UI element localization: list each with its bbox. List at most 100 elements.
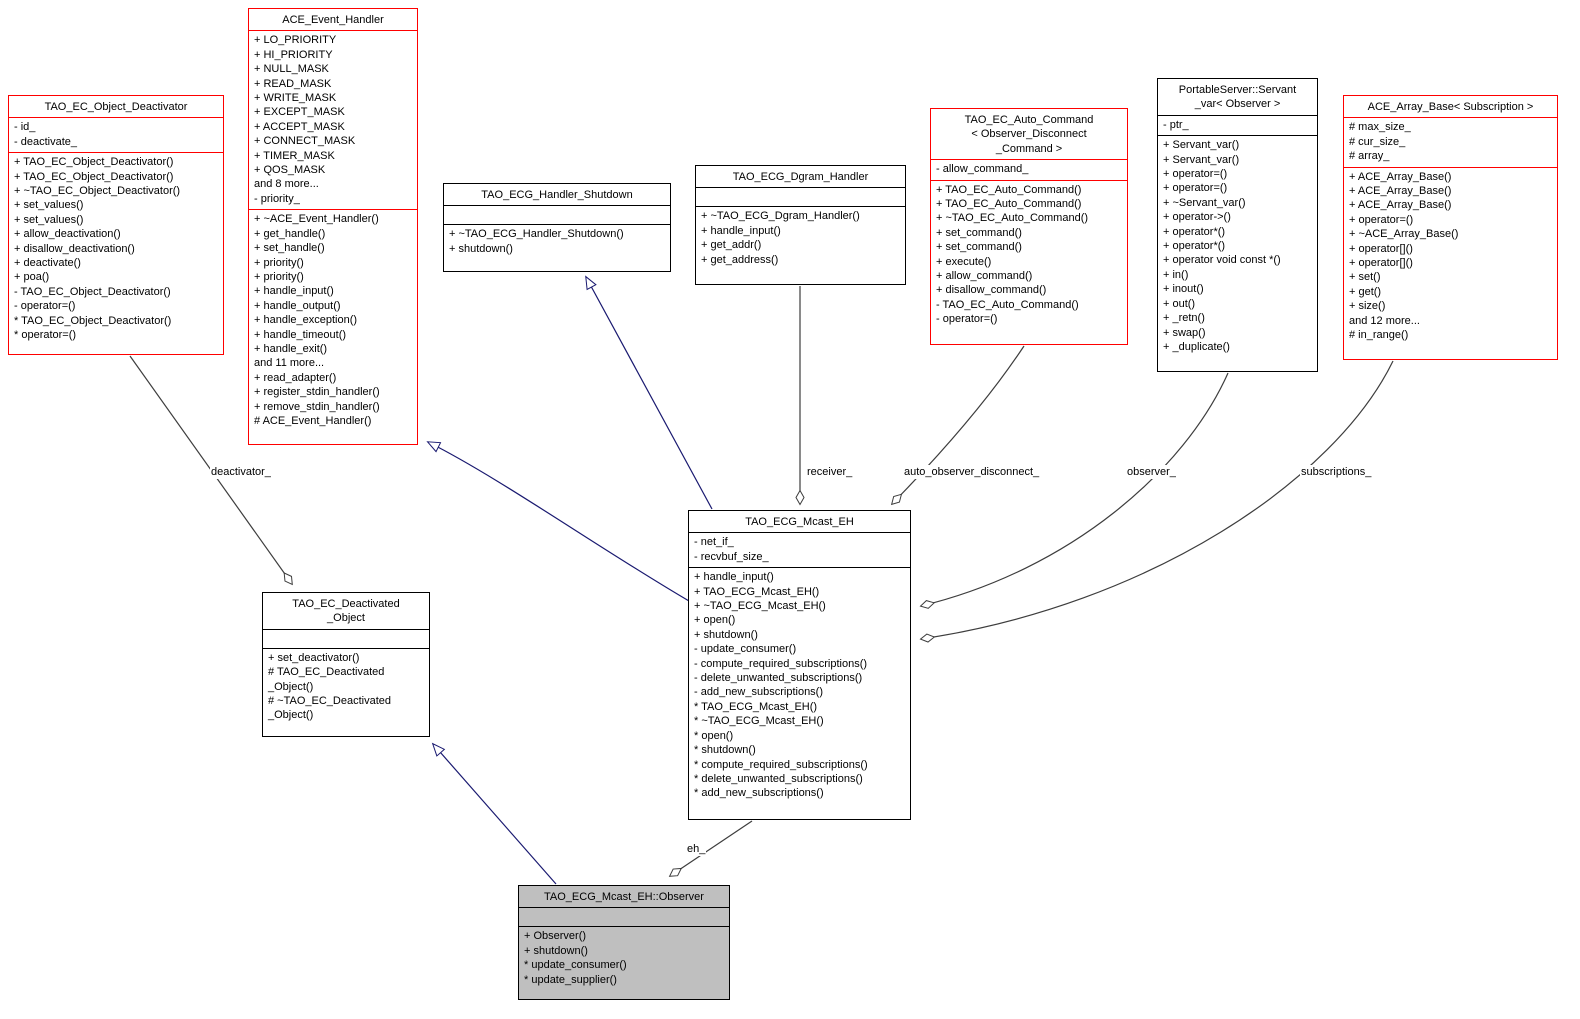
class-box-tao-ecg-mcast-eh-observer: TAO_ECG_Mcast_EH::Observer + Observer()+…: [518, 885, 730, 1000]
class-title-line: TAO_EC_Auto_Command: [964, 114, 1094, 126]
method-line: - compute_required_subscriptions(): [694, 657, 868, 670]
method-line: _Object(): [268, 709, 314, 722]
class-title-line: TAO_ECG_Dgram_Handler: [732, 171, 869, 183]
method-line: # ~TAO_EC_Deactivated: [268, 695, 391, 708]
attribute-line: + NULL_MASK: [254, 63, 329, 76]
method-line: # ACE_Event_Handler(): [254, 414, 372, 427]
class-title: PortableServer::Servant_var< Observer >: [1158, 79, 1317, 116]
method-line: # TAO_EC_Deactivated: [268, 666, 385, 679]
method-line: * TAO_ECG_Mcast_EH(): [694, 700, 818, 713]
class-methods: + ~TAO_ECG_Dgram_Handler()+ handle_input…: [696, 207, 905, 270]
class-title: TAO_EC_Object_Deactivator: [9, 96, 223, 119]
attribute-line: - id_: [14, 121, 36, 134]
attribute-line: - net_if_: [694, 536, 734, 549]
method-line: + out(): [1163, 297, 1196, 310]
class-box-tao-ec-object-deactivator[interactable]: TAO_EC_Object_Deactivator - id_- deactiv…: [8, 95, 224, 355]
edge-label-eh: eh_: [686, 842, 707, 856]
class-box-portableserver-servant-var[interactable]: PortableServer::Servant_var< Observer > …: [1157, 78, 1318, 372]
method-line: + operator=(): [1349, 213, 1414, 226]
class-title-line: _Object: [327, 612, 365, 625]
method-line: + set_command(): [936, 226, 1022, 239]
method-line: + set_command(): [936, 241, 1022, 254]
attribute-line: # array_: [1349, 150, 1390, 163]
edge-auto-observer-disconnect: [890, 345, 1025, 506]
method-line: - operator=(): [936, 313, 998, 326]
method-line: + set_deactivator(): [268, 651, 360, 664]
class-attributes: - ptr_: [1158, 116, 1317, 137]
method-line: + priority(): [254, 270, 304, 283]
class-title-line: < Observer_Disconnect: [971, 128, 1087, 141]
method-line: + operator[](): [1349, 257, 1413, 270]
class-box-tao-ecg-handler-shutdown[interactable]: TAO_ECG_Handler_Shutdown + ~TAO_ECG_Hand…: [443, 183, 671, 272]
class-title-line: _Command >: [995, 142, 1063, 155]
class-attributes: [696, 188, 905, 208]
edge-label-deactivator: deactivator_: [210, 465, 272, 479]
attribute-line: + QOS_MASK: [254, 164, 326, 177]
method-line: + ~ACE_Event_Handler(): [254, 213, 379, 226]
class-title: TAO_ECG_Handler_Shutdown: [444, 184, 670, 207]
edge-label-subscriptions: subscriptions_: [1300, 465, 1373, 479]
attribute-line: + EXCEPT_MASK: [254, 106, 345, 119]
edge-observer: [919, 372, 1229, 609]
method-line: * add_new_subscriptions(): [694, 787, 824, 800]
method-line: + disallow_command(): [936, 284, 1047, 297]
class-methods: + Servant_var()+ Servant_var()+ operator…: [1158, 136, 1317, 357]
method-line: + TAO_ECG_Mcast_EH(): [694, 585, 820, 598]
class-title-line: ACE_Event_Handler: [282, 14, 384, 26]
class-methods: + ~ACE_Event_Handler()+ get_handle()+ se…: [249, 210, 417, 431]
method-line: + _retn(): [1163, 312, 1205, 325]
class-box-tao-ec-auto-command[interactable]: TAO_EC_Auto_Command < Observer_Disconnect…: [930, 108, 1128, 345]
class-title: TAO_ECG_Mcast_EH::Observer: [519, 886, 729, 909]
method-line: + ACE_Array_Base(): [1349, 170, 1452, 183]
attribute-line: - priority_: [254, 192, 300, 205]
class-box-tao-ecg-mcast-eh[interactable]: TAO_ECG_Mcast_EH - net_if_- recvbuf_size…: [688, 510, 911, 820]
method-line: + register_stdin_handler(): [254, 386, 380, 399]
class-title-line: PortableServer::Servant: [1178, 84, 1297, 96]
method-line: + ~TAO_EC_Auto_Command(): [936, 212, 1089, 225]
class-box-ace-event-handler[interactable]: ACE_Event_Handler + LO_PRIORITY+ HI_PRIO…: [248, 8, 418, 445]
class-title: TAO_EC_Auto_Command < Observer_Disconnect…: [931, 109, 1127, 161]
class-box-tao-ec-deactivated-object[interactable]: TAO_EC_Deactivated_Object + set_deactiva…: [262, 592, 430, 737]
edge-label-auto-observer-disconnect: auto_observer_disconnect_: [903, 465, 1041, 479]
method-line: - delete_unwanted_subscriptions(): [694, 672, 863, 685]
attribute-line: + WRITE_MASK: [254, 92, 337, 105]
attribute-line: + LO_PRIORITY: [254, 34, 337, 47]
method-line: + shutdown(): [449, 242, 513, 255]
method-line: * ~TAO_ECG_Mcast_EH(): [694, 715, 824, 728]
method-line: + _duplicate(): [1163, 340, 1230, 353]
method-line: + poa(): [14, 271, 50, 284]
method-line: * delete_unwanted_subscriptions(): [694, 772, 863, 785]
class-methods: + ~TAO_ECG_Handler_Shutdown()+ shutdown(…: [444, 225, 670, 259]
class-title-line: TAO_ECG_Mcast_EH: [745, 516, 854, 528]
method-line: + handle_timeout(): [254, 328, 347, 341]
class-title-line: TAO_EC_Object_Deactivator: [44, 101, 188, 113]
method-line: + operator->(): [1163, 211, 1231, 224]
class-box-ace-array-base[interactable]: ACE_Array_Base< Subscription > # max_siz…: [1343, 95, 1558, 360]
attribute-line: + CONNECT_MASK: [254, 135, 356, 148]
method-line: + ACE_Array_Base(): [1349, 185, 1452, 198]
class-attributes: - allow_command_: [931, 160, 1127, 181]
class-attributes: [263, 630, 429, 649]
method-line: + get_addr(): [701, 239, 762, 252]
method-line: + ~TAO_ECG_Mcast_EH(): [694, 600, 826, 613]
class-attributes: # max_size_# cur_size_# array_: [1344, 118, 1557, 168]
attribute-line: - recvbuf_size_: [694, 550, 769, 563]
method-line: + handle_exception(): [254, 314, 358, 327]
attribute-line: - deactivate_: [14, 135, 77, 148]
method-line: and 11 more...: [254, 357, 325, 370]
class-methods: + handle_input()+ TAO_ECG_Mcast_EH()+ ~T…: [689, 568, 910, 804]
class-methods: + set_deactivator() # TAO_EC_Deactivated _…: [263, 649, 429, 726]
method-line: + in(): [1163, 268, 1189, 281]
method-line: + operator=(): [1163, 182, 1228, 195]
method-line: * shutdown(): [694, 744, 756, 757]
method-line: + remove_stdin_handler(): [254, 400, 380, 413]
method-line: # in_range(): [1349, 329, 1409, 342]
class-attributes: [519, 908, 729, 928]
class-box-tao-ecg-dgram-handler[interactable]: TAO_ECG_Dgram_Handler + ~TAO_ECG_Dgram_H…: [695, 165, 906, 285]
method-line: + get_handle(): [254, 227, 326, 240]
class-attributes: [444, 206, 670, 226]
attribute-line: + ACCEPT_MASK: [254, 120, 345, 133]
method-line: + TAO_EC_Object_Deactivator(): [14, 170, 174, 183]
method-line: + TAO_EC_Auto_Command(): [936, 198, 1082, 211]
